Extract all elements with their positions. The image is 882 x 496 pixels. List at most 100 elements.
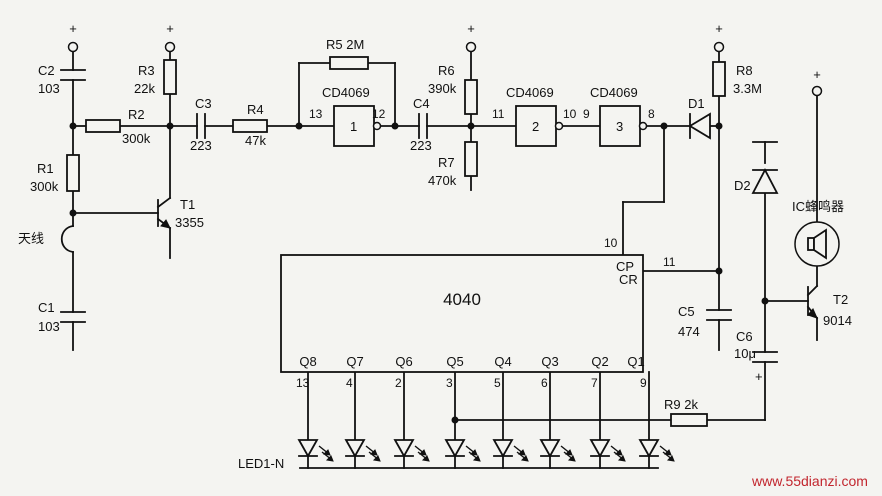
label-r8-value: 3.3M <box>733 81 762 96</box>
label-r4: R4 <box>247 102 264 117</box>
capacitor-c6 <box>752 351 778 363</box>
ic-output-label: Q5 <box>446 354 463 369</box>
label-r3-value: 22k <box>134 81 155 96</box>
ic-output-label: Q6 <box>395 354 412 369</box>
label-gate1-out-pin: 12 <box>372 107 386 121</box>
ic-name: 4040 <box>443 290 481 309</box>
label-c5-value: 474 <box>678 324 700 339</box>
diode-d1 <box>688 112 711 140</box>
ic-output-label: Q1 <box>627 354 644 369</box>
led <box>444 439 481 462</box>
buzzer <box>794 221 840 267</box>
labels: C2 103 R3 22k R2 300k R1 300k T1 3355 天线… <box>18 37 868 489</box>
label-c5: C5 <box>678 304 695 319</box>
label-r3: R3 <box>138 63 155 78</box>
ic-output-pin: 6 <box>541 376 548 390</box>
label-t1: T1 <box>180 197 195 212</box>
ic-output-label: Q7 <box>346 354 363 369</box>
ic-cr-pin: 11 <box>663 255 676 269</box>
ic-output-pin: 4 <box>346 376 353 390</box>
label-r1: R1 <box>37 161 54 176</box>
label-r4-value: 47k <box>245 133 266 148</box>
ic-cr-label: CR <box>619 272 638 287</box>
label-c4: C4 <box>413 96 430 111</box>
watermark-text: www.55dianzi.com <box>751 473 868 489</box>
supply-plus-2: + <box>166 21 174 36</box>
capacitor-c4 <box>418 113 428 139</box>
label-t2: T2 <box>833 292 848 307</box>
resistor-r7 <box>464 141 478 177</box>
ic-cp-pin: 10 <box>604 236 618 250</box>
ic-output-pin: 9 <box>640 376 647 390</box>
label-r2-value: 300k <box>122 131 151 146</box>
label-r6-value: 390k <box>428 81 457 96</box>
resistor-r2 <box>85 119 121 133</box>
label-buzzer: IC蜂鸣器 <box>792 199 844 214</box>
label-c2: C2 <box>38 63 55 78</box>
ic-output-label: Q2 <box>591 354 608 369</box>
supply-plus-3: + <box>467 21 475 36</box>
label-r2: R2 <box>128 107 145 122</box>
resistors <box>66 56 726 427</box>
supply-plus-1: + <box>69 21 77 36</box>
led-array <box>297 439 675 462</box>
label-d2: D2 <box>734 178 751 193</box>
ic-output-label: Q8 <box>299 354 316 369</box>
resistor-r9 <box>670 413 708 427</box>
label-led: LED1-N <box>238 456 284 471</box>
capacitor-c5 <box>706 309 732 321</box>
label-c3-value: 223 <box>190 138 212 153</box>
label-r8: R8 <box>736 63 753 78</box>
label-r5: R5 2M <box>326 37 364 52</box>
antenna-loop <box>60 224 75 254</box>
capacitor-c1 <box>60 311 86 323</box>
supply-plus-5: + <box>813 67 821 82</box>
ic-outputs: Q8 13 Q7 4 Q6 2 Q5 3 Q4 5 Q3 6 Q2 7 Q1 9 <box>296 354 647 390</box>
led <box>492 439 529 462</box>
label-gate1-number: 1 <box>350 119 357 134</box>
label-r9: R9 2k <box>664 397 698 412</box>
label-antenna: 天线 <box>18 231 44 246</box>
capacitor-c2 <box>60 69 86 81</box>
ic-output-pin: 7 <box>591 376 598 390</box>
label-c1: C1 <box>38 300 55 315</box>
label-gate3-chip: CD4069 <box>590 85 638 100</box>
label-c3: C3 <box>195 96 212 111</box>
resistor-r5 <box>329 56 369 70</box>
resistor-r6 <box>464 79 478 115</box>
label-gate1-in-pin: 13 <box>309 107 323 121</box>
capacitor-c3 <box>196 113 206 139</box>
ic-4040-body <box>280 254 644 373</box>
label-gate2-in-pin: 11 <box>492 107 505 121</box>
label-gate3-in-pin: 9 <box>583 107 590 121</box>
transistor-t1 <box>156 196 172 230</box>
label-gate2-out-pin: 10 <box>563 107 577 121</box>
led <box>297 439 334 462</box>
inverter-gate-2 <box>515 105 564 147</box>
ic-output-label: Q4 <box>494 354 511 369</box>
label-t2-value: 9014 <box>823 313 852 328</box>
resistor-r8 <box>712 61 726 97</box>
inverter-gate-3 <box>599 105 648 147</box>
label-gate3-out-pin: 8 <box>648 107 655 121</box>
ic-output-pin: 5 <box>494 376 501 390</box>
wires <box>72 51 818 469</box>
supply-terminals: + + + + + <box>67 21 823 97</box>
diode-d2 <box>751 141 779 194</box>
ic-output-pin: 3 <box>446 376 453 390</box>
led <box>344 439 381 462</box>
label-r7: R7 <box>438 155 455 170</box>
label-gate2-chip: CD4069 <box>506 85 554 100</box>
label-r7-value: 470k <box>428 173 457 188</box>
led <box>393 439 430 462</box>
label-r6: R6 <box>438 63 455 78</box>
label-c6-plus: + <box>755 369 763 384</box>
label-r1-value: 300k <box>30 179 59 194</box>
label-c2-value: 103 <box>38 81 60 96</box>
label-c4-value: 223 <box>410 138 432 153</box>
led <box>589 439 626 462</box>
ic-output-pin: 13 <box>296 376 310 390</box>
capacitors <box>60 69 778 363</box>
label-c1-value: 103 <box>38 319 60 334</box>
